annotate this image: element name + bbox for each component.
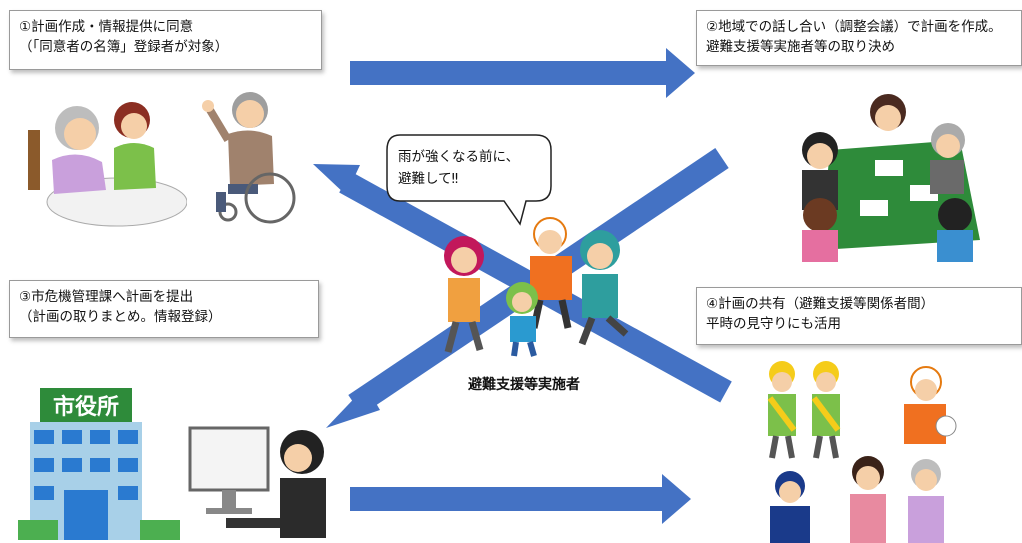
meeting-illustration <box>802 94 980 262</box>
step-4-box: ④計画の共有（避難支援等関係者間） 平時の見守りにも活用 <box>696 287 1022 345</box>
step-2-title: ②地域での話し合い（調整会議）で計画を作成。 <box>706 19 1002 35</box>
step-4-title: ④計画の共有（避難支援等関係者間） <box>706 296 935 312</box>
wheelchair-user-illustration <box>202 92 296 224</box>
step-2-box: ②地域での話し合い（調整会議）で計画を作成。 避難支援等実施者等の取り決め <box>696 10 1022 66</box>
speech-line-2: 避難して‼ <box>398 171 459 187</box>
step-1-detail: （「同意者の名簿」登録者が対象） <box>19 39 229 55</box>
step-3-detail: （計画の取りまとめ。情報登録） <box>19 309 222 325</box>
elderly-care-illustration <box>28 102 187 227</box>
speech-bubble-text: 雨が強くなる前に、 避難して‼ <box>398 146 519 190</box>
arrow-step1-to-step2 <box>350 48 695 98</box>
speech-bubble <box>386 134 552 226</box>
step-1-box: ①計画作成・情報提供に同意 （「同意者の名簿」登録者が対象） <box>9 10 322 70</box>
evacuation-group-illustration <box>444 217 629 357</box>
step-2-detail: 避難支援等実施者等の取り決め <box>706 39 895 55</box>
speech-line-1: 雨が強くなる前に、 <box>398 149 520 165</box>
step-3-title: ③市危機管理課へ計画を提出 <box>19 289 194 305</box>
city-hall-sign: 市役所 <box>53 394 119 420</box>
step-3-box: ③市危機管理課へ計画を提出 （計画の取りまとめ。情報登録） <box>9 280 319 338</box>
arrow-step3-to-step4 <box>350 474 691 524</box>
community-sharing-illustration <box>767 361 957 543</box>
step-4-detail: 平時の見守りにも活用 <box>706 316 841 332</box>
step-1-title: ①計画作成・情報提供に同意 <box>19 19 194 35</box>
center-label: 避難支援等実施者 <box>468 377 580 393</box>
city-hall-illustration: 市役所 <box>18 388 180 540</box>
office-worker-illustration <box>188 426 326 538</box>
